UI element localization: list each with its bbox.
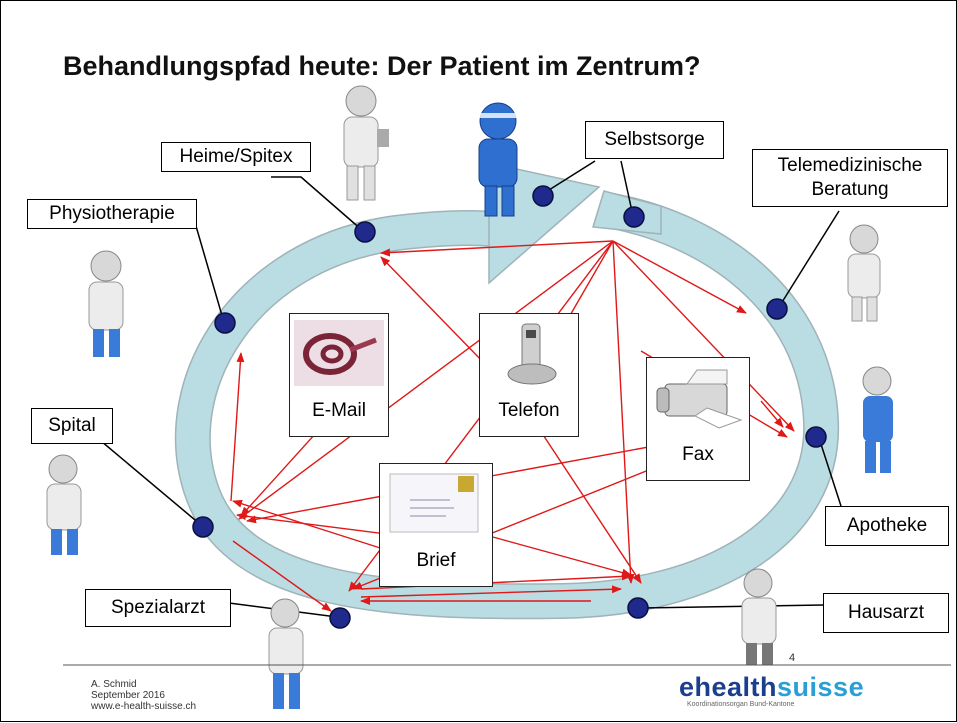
callout-physio: Physiotherapie — [27, 199, 197, 229]
footer-author: A. Schmid — [91, 679, 137, 690]
node-heime — [354, 221, 376, 243]
connector-spital — [100, 440, 202, 526]
node-telemed — [766, 298, 788, 320]
slide-title: Behandlungspfad heute: Der Patient im Ze… — [63, 51, 701, 81]
figure-spital — [46, 454, 82, 555]
footer-info: A. Schmid September 2016 www.e-health-su… — [91, 679, 196, 712]
connector-physio — [195, 225, 224, 320]
media-brief: Brief — [379, 463, 493, 587]
figure-apotheke — [862, 366, 893, 473]
connector-telemed — [778, 210, 840, 308]
callout-telemed-line2: Beratung — [811, 179, 889, 200]
footer-url: www.e-health-suisse.ch — [91, 701, 197, 712]
arrow — [380, 240, 614, 257]
callout-connectors — [100, 160, 842, 618]
arrow — [238, 240, 614, 520]
footer-date: September 2016 — [91, 690, 165, 701]
figure-heime — [343, 85, 389, 201]
connector-hausarzt — [640, 604, 824, 609]
callout-telemed: Telemedizinische Beratung — [752, 149, 948, 207]
cycle-ring — [174, 162, 840, 620]
media-telefon: Telefon — [479, 313, 579, 437]
callout-heime: Heime/Spitex — [161, 142, 311, 172]
connector-heime — [271, 176, 364, 232]
logo-tagline: Koordinationsorgan Bund-Kantone — [687, 701, 795, 708]
figure-spezialarzt — [268, 598, 304, 709]
page-number: 4 — [789, 652, 796, 664]
node-selbstsorge — [532, 185, 554, 207]
callout-hausarzt: Hausarzt — [823, 593, 949, 633]
node-selbstsorge-2 — [623, 206, 645, 228]
media-email-label: E-Mail — [312, 400, 366, 421]
arrow — [612, 240, 635, 584]
node-spezialarzt — [329, 607, 351, 629]
phone-icon — [507, 323, 557, 385]
node-hausarzt — [627, 597, 649, 619]
ehealthsuisse-logo: ehealthsuisse Koordinationsorgan Bund-Ka… — [679, 673, 864, 708]
arrow — [612, 240, 747, 314]
arrow — [760, 400, 784, 428]
ring-band — [176, 192, 838, 618]
callout-spital: Spital — [31, 408, 113, 444]
media-email: E-Mail — [289, 313, 389, 437]
figure-telemed — [847, 224, 881, 322]
node-physio — [214, 312, 236, 334]
fax-icon — [656, 369, 743, 429]
figure-physio — [88, 250, 124, 357]
media-fax: Fax — [646, 357, 750, 481]
media-telefon-label: Telefon — [498, 400, 560, 421]
node-apotheke — [805, 426, 827, 448]
node-spital — [192, 516, 214, 538]
callout-telemed-line1: Telemedizinische — [777, 155, 923, 176]
arrow — [230, 352, 245, 502]
figure-patient — [471, 102, 525, 217]
figure-hausarzt — [741, 568, 777, 665]
arrow — [612, 240, 795, 432]
media-brief-label: Brief — [416, 550, 456, 571]
logo-part1: ehealth — [679, 672, 778, 702]
logo-part2: suisse — [777, 672, 865, 702]
path-nodes — [192, 185, 827, 629]
callout-apotheke: Apotheke — [825, 506, 949, 546]
media-fax-label: Fax — [682, 444, 714, 465]
arrow — [470, 530, 632, 577]
email-icon — [294, 320, 384, 386]
arrow — [360, 585, 622, 598]
callout-selbstsorge: Selbstsorge — [585, 121, 724, 159]
callout-spezialarzt: Spezialarzt — [85, 589, 231, 627]
arrow — [232, 540, 332, 612]
letter-icon — [389, 473, 479, 533]
connector-apotheke — [818, 437, 842, 507]
